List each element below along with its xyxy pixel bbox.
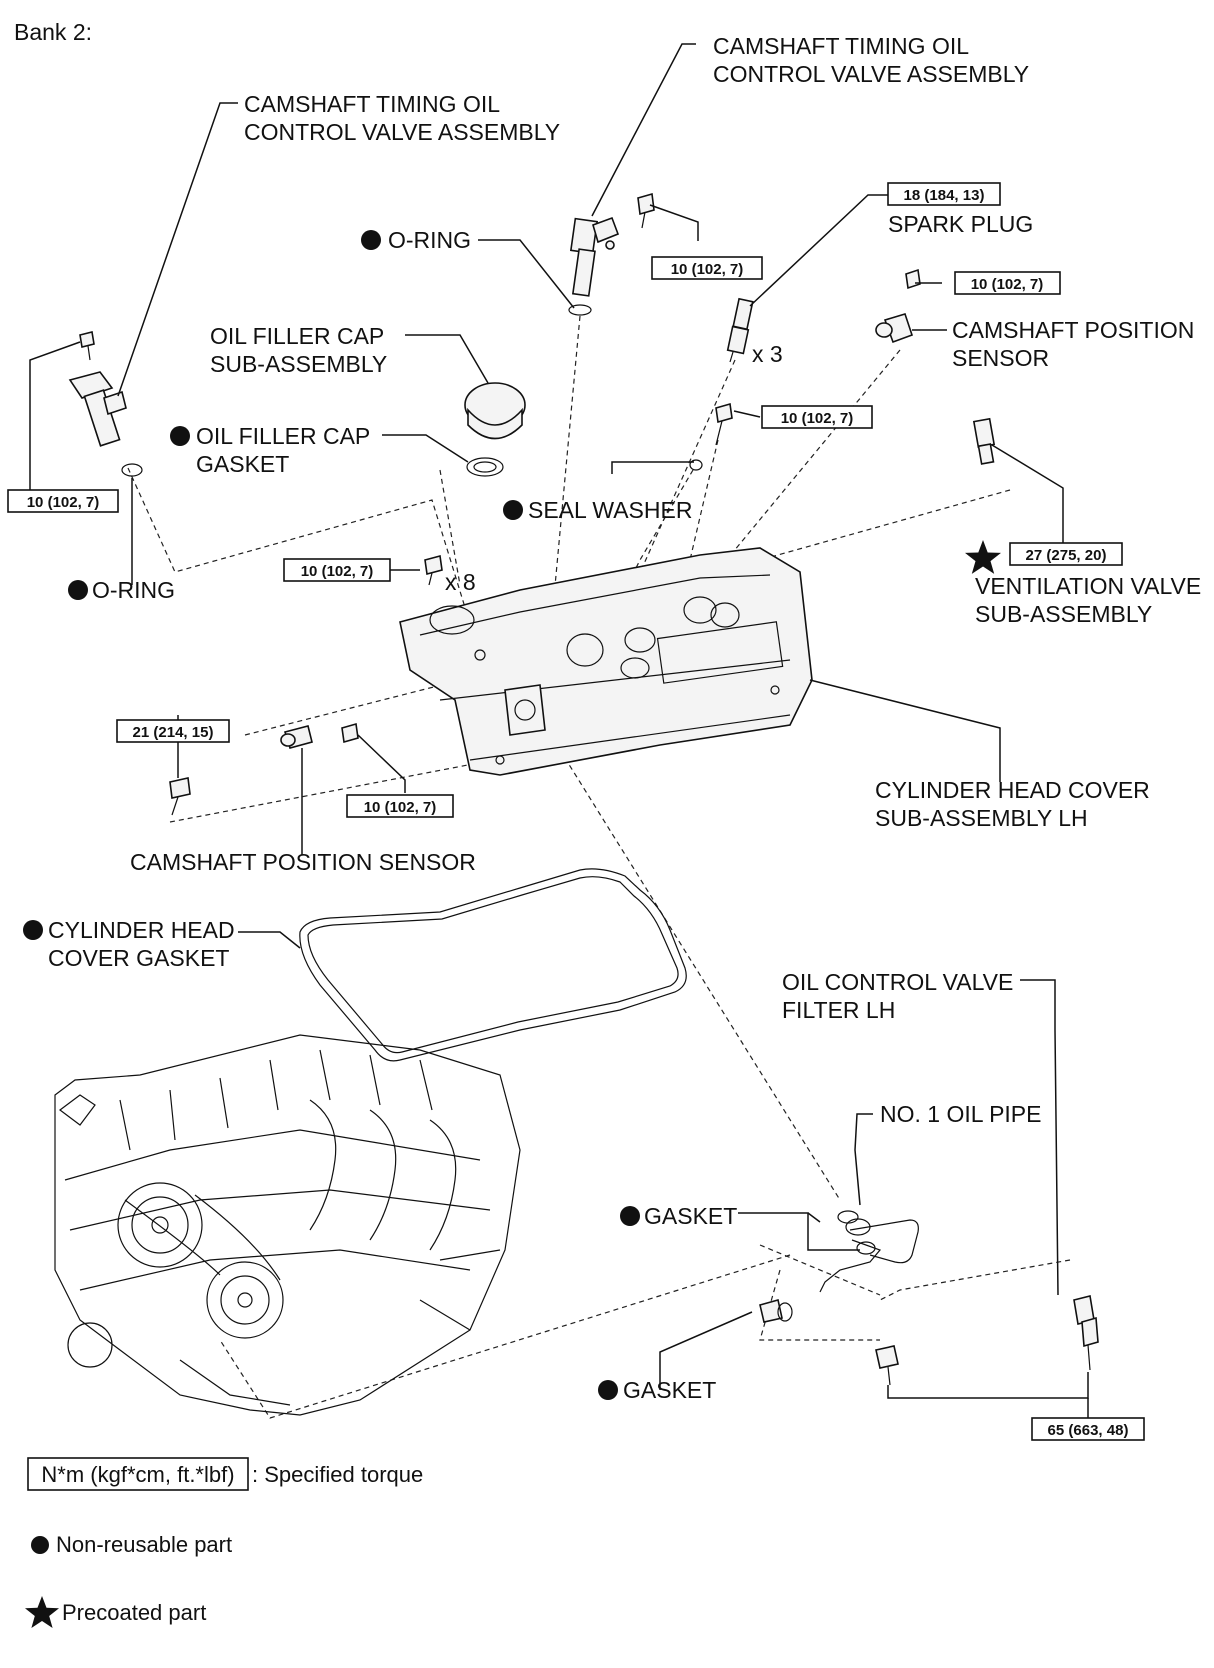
vent-valve-label-line1: VENTILATION VALVE [975, 573, 1201, 599]
ocv-left-drawing [68, 331, 143, 477]
ocv-filter-label-line1: OIL CONTROL VALVE [782, 969, 1013, 995]
oil-filler-cap-label-line1: OIL FILLER CAP [210, 323, 384, 349]
ocv-left-label-line2: CONTROL VALVE ASSEMBLY [244, 119, 560, 145]
leader-lines [29, 43, 1089, 1418]
torque-value: 10 (102, 7) [364, 799, 437, 816]
torque-value: 10 (102, 7) [301, 563, 374, 580]
cam-sensor-right-label-line2: SENSOR [952, 345, 1049, 371]
head-cover-label-line1: CYLINDER HEAD COVER [875, 777, 1150, 803]
non-reusable-icon [503, 500, 523, 520]
oil-filler-gasket-label-line2: GASKET [196, 451, 289, 477]
bank-label: Bank 2: [14, 19, 92, 45]
seal-washer-label: SEAL WASHER [528, 497, 692, 523]
legend-torque-box-text: N*m (kgf*cm, ft.*lbf) [41, 1462, 234, 1487]
torque-box-cover-bolts: 10 (102, 7) [283, 558, 391, 582]
non-reusable-icon [23, 920, 43, 940]
legend-torque-desc: : Specified torque [252, 1462, 423, 1487]
cover-bolt-drawing [424, 554, 443, 586]
bolt-qty: x 8 [445, 569, 476, 595]
ocv-top-label-line2: CONTROL VALVE ASSEMBLY [713, 61, 1029, 87]
ocv-top-label-line1: CAMSHAFT TIMING OIL [713, 33, 969, 59]
legend-non-reusable: Non-reusable part [56, 1532, 232, 1557]
oil-filler-cap-drawing [464, 382, 526, 477]
non-reusable-icon [598, 1380, 618, 1400]
legend-torque-box [27, 1457, 249, 1491]
legend: N*m (kgf*cm, ft.*lbf) : Specified torque… [25, 1457, 423, 1628]
torque-box-cam-sensor-right: 10 (102, 7) [954, 271, 1061, 295]
torque-box-cam-sensor-bottom: 10 (102, 7) [346, 794, 454, 818]
ocv-left-label-line1: CAMSHAFT TIMING OIL [244, 91, 500, 117]
torque-box-ocv-left: 10 (102, 7) [7, 489, 119, 513]
non-reusable-icon [68, 580, 88, 600]
torque-value: 10 (102, 7) [671, 261, 744, 278]
oil-filler-gasket-label-line1: OIL FILLER CAP [196, 423, 370, 449]
cylinder-head-cover-drawing [399, 547, 813, 776]
gasket-lower-label: GASKET [623, 1377, 716, 1403]
o-ring-top-label: O-RING [388, 227, 471, 253]
oil-pipe-label: NO. 1 OIL PIPE [880, 1101, 1041, 1127]
stud-bolt-drawing [169, 722, 359, 816]
torque-box-vent-valve: 27 (275, 20) [1009, 542, 1123, 566]
torque-box-stud-bolt: 21 (214, 15) [116, 719, 230, 743]
head-cover-label-line2: SUB-ASSEMBLY LH [875, 805, 1088, 831]
head-gasket-label-line2: COVER GASKET [48, 945, 229, 971]
head-cover-gasket-drawing [299, 868, 687, 1062]
torque-value: 27 (275, 20) [1026, 547, 1107, 564]
cam-sensor-bottom-label: CAMSHAFT POSITION SENSOR [130, 849, 476, 875]
torque-box-spark-plug: 18 (184, 13) [887, 182, 1001, 206]
o-ring-left-label: O-RING [92, 577, 175, 603]
seal-washer-drawing [689, 402, 733, 471]
cam-sensor-right-drawing [875, 268, 921, 344]
torque-box-union-bolts: 65 (663, 48) [1031, 1417, 1145, 1441]
oil-filler-cap-label-line2: SUB-ASSEMBLY [210, 351, 387, 377]
torque-value: 18 (184, 13) [904, 187, 985, 204]
ventilation-valve-drawing [972, 417, 996, 465]
torque-value: 65 (663, 48) [1048, 1422, 1129, 1439]
non-reusable-icon [620, 1206, 640, 1226]
ocv-top-drawing [568, 192, 655, 316]
gasket-upper-label: GASKET [644, 1203, 737, 1229]
star-icon [25, 1596, 59, 1628]
torque-box-ocv-top: 10 (102, 7) [651, 256, 763, 280]
cam-sensor-right-label-line1: CAMSHAFT POSITION [952, 317, 1194, 343]
torque-value: 10 (102, 7) [971, 276, 1044, 293]
vent-valve-label-line2: SUB-ASSEMBLY [975, 601, 1152, 627]
legend-precoated: Precoated part [62, 1600, 206, 1625]
engine-illustration [54, 1034, 521, 1416]
ocv-filter-label-line2: FILTER LH [782, 997, 895, 1023]
star-icon [965, 540, 1001, 574]
non-reusable-icon [170, 426, 190, 446]
non-reusable-icon [31, 1536, 49, 1554]
spark-plug-qty: x 3 [752, 341, 783, 367]
spark-plug-label: SPARK PLUG [888, 211, 1033, 237]
torque-box-seal-washer: 10 (102, 7) [761, 405, 873, 429]
torque-value: 21 (214, 15) [133, 724, 214, 741]
spark-plug-drawing [726, 297, 754, 363]
head-gasket-label-line1: CYLINDER HEAD [48, 917, 235, 943]
torque-value: 10 (102, 7) [781, 410, 854, 427]
oil-pipe-drawing [759, 1210, 1099, 1386]
non-reusable-icon [361, 230, 381, 250]
torque-value: 10 (102, 7) [27, 494, 100, 511]
